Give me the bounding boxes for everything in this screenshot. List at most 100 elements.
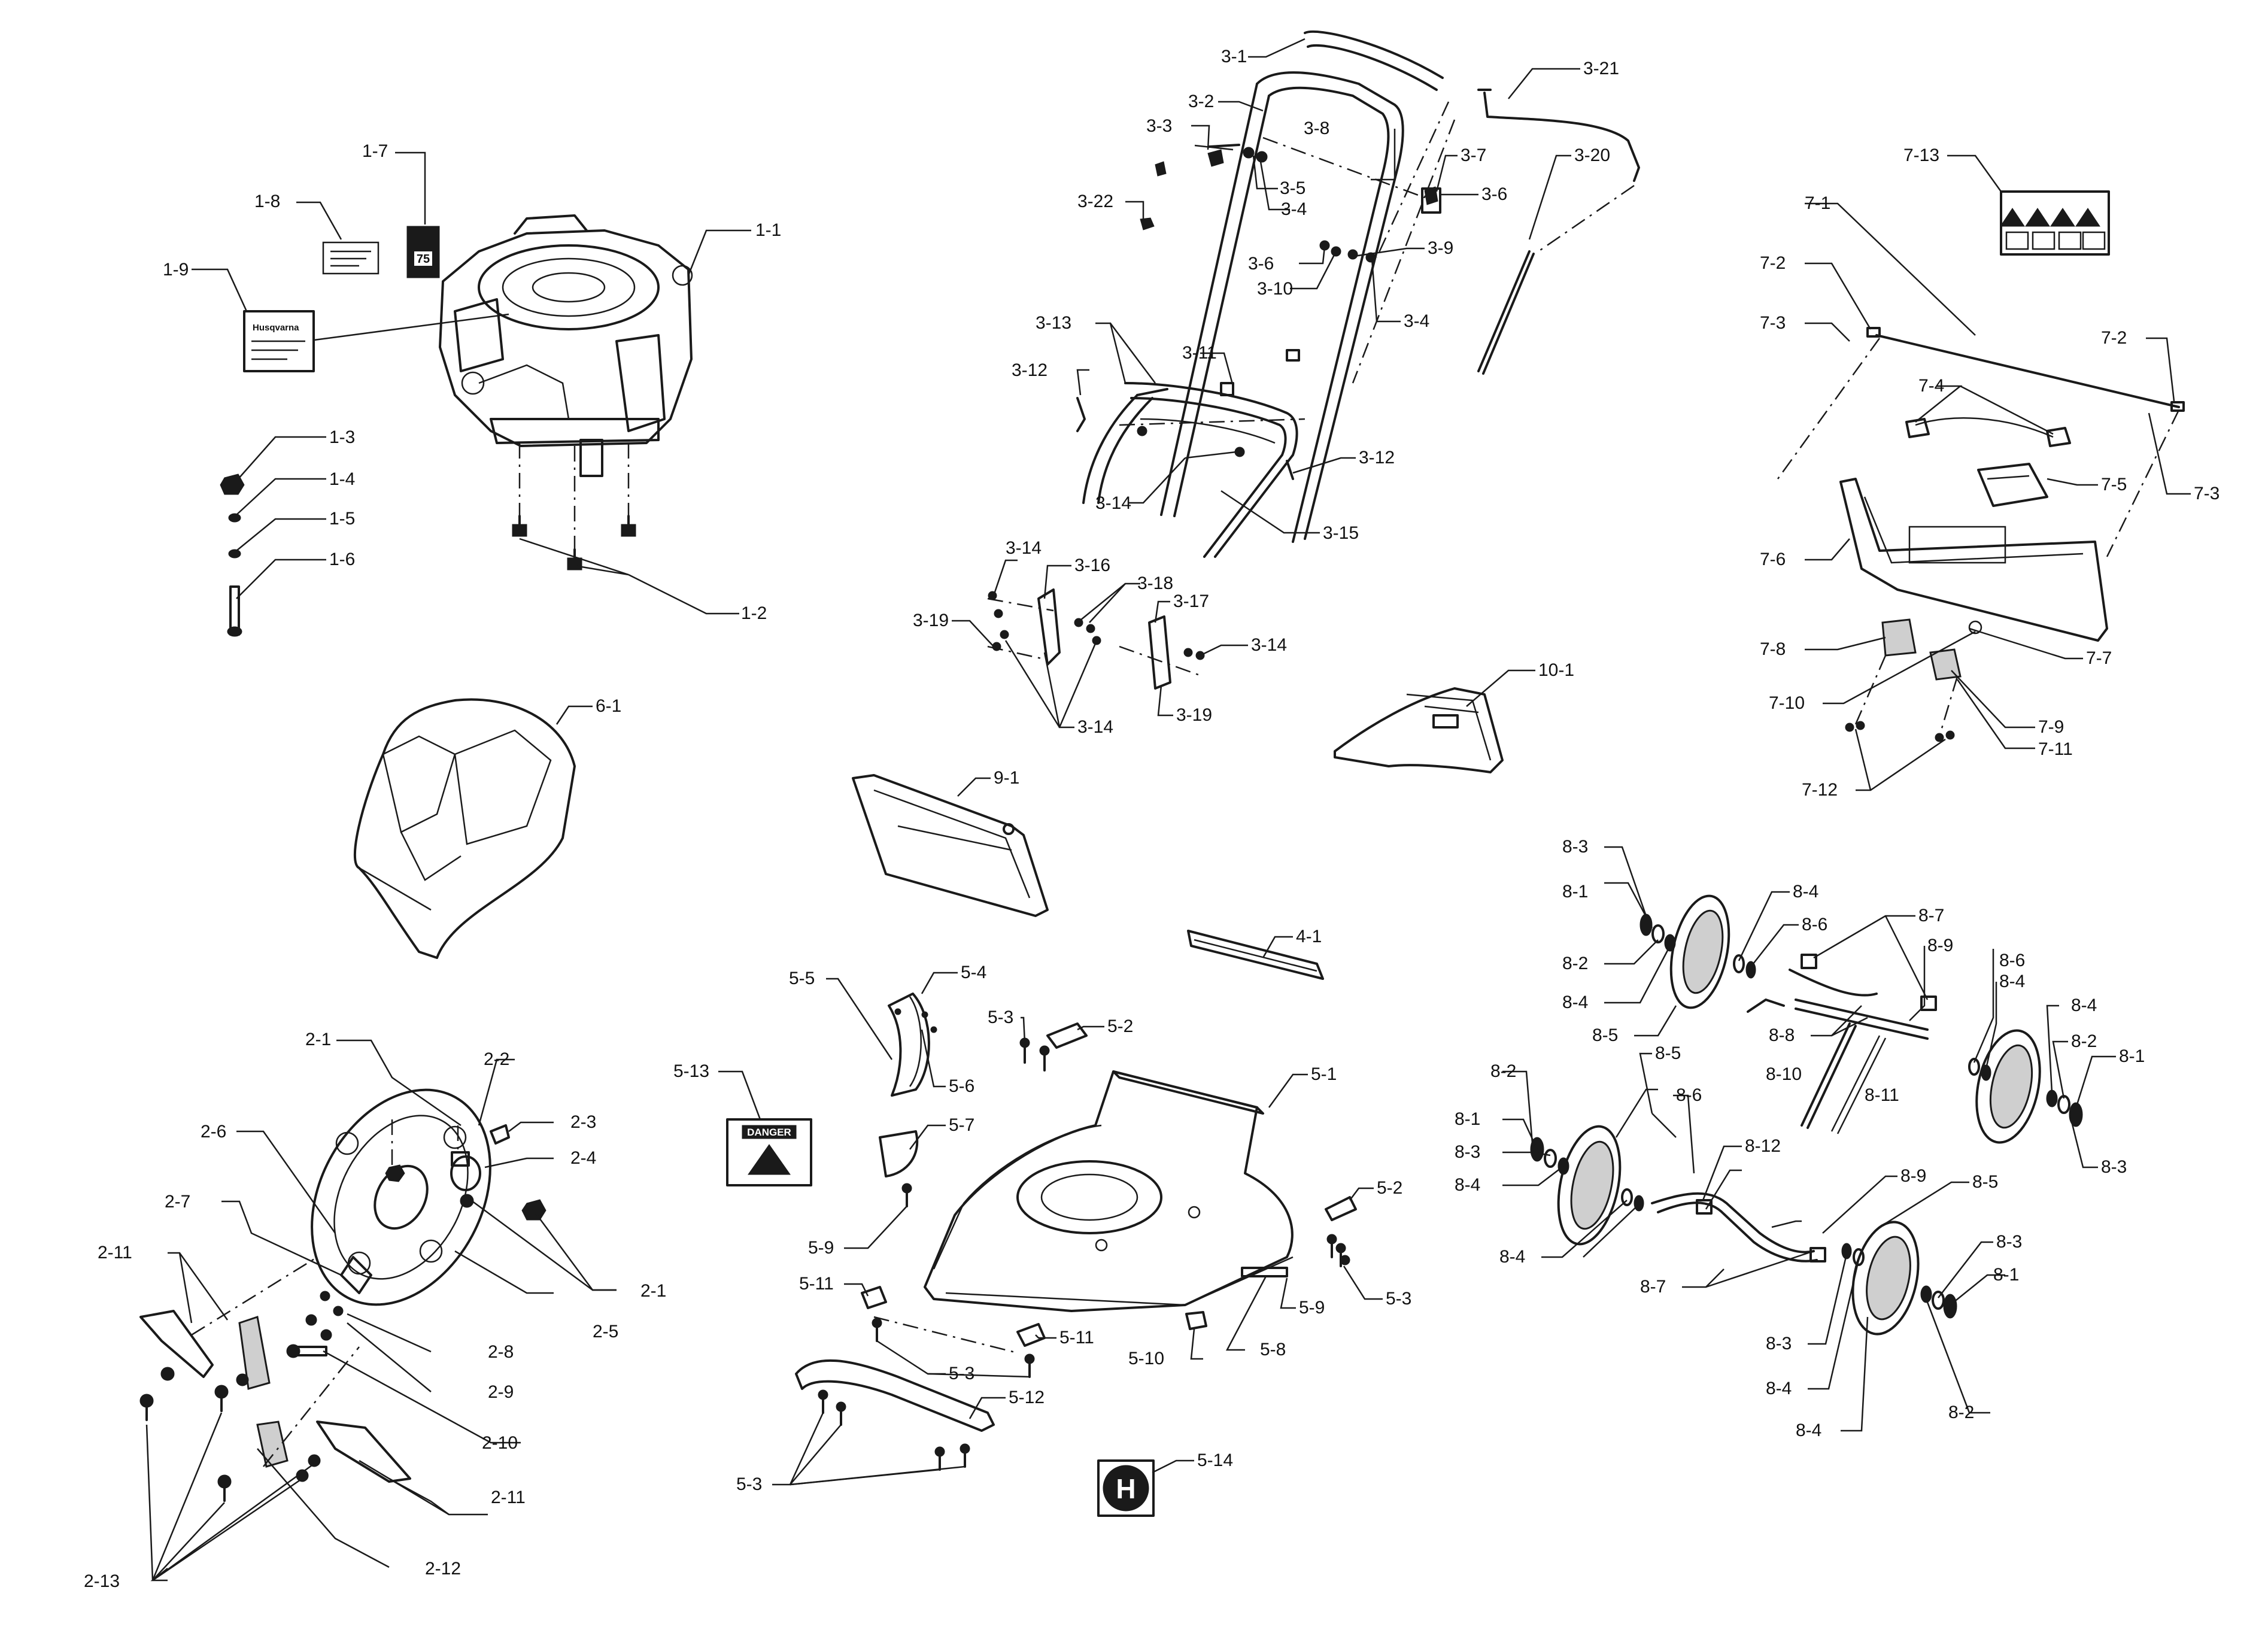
- callout-5-2-lower: 5-2: [1377, 1178, 1403, 1198]
- callout-9-1: 9-1: [994, 768, 1020, 788]
- callout-8-5-rear-left: 8-5: [1655, 1043, 1681, 1063]
- callout-8-1-front-left: 8-1: [1562, 882, 1589, 902]
- callout-5-11-left: 5-11: [799, 1274, 834, 1294]
- callout-6-1: 6-1: [596, 696, 622, 716]
- callout-7-4: 7-4: [1918, 376, 1945, 396]
- callout-2-10: 2-10: [482, 1433, 518, 1453]
- callout-8-5-front-left: 8-5: [1592, 1025, 1619, 1045]
- callout-5-9-right: 5-9: [1299, 1298, 1325, 1318]
- side-discharge-chute: [852, 774, 1049, 917]
- callout-8-9-rear: 8-9: [1900, 1166, 1927, 1186]
- callout-5-1: 5-1: [1311, 1064, 1337, 1084]
- callout-8-8: 8-8: [1769, 1025, 1795, 1045]
- callout-7-2-left: 7-2: [1760, 253, 1786, 273]
- callout-3-15: 3-15: [1323, 523, 1359, 543]
- callout-8-1-front-right: 8-1: [2119, 1046, 2145, 1066]
- callout-1-3: 1-3: [329, 427, 356, 447]
- callout-2-11-right: 2-11: [491, 1488, 526, 1507]
- leader-lines: [145, 38, 2191, 1582]
- callout-3-17: 3-17: [1173, 591, 1210, 611]
- callout-3-1: 3-1: [1221, 47, 1247, 66]
- callout-1-6: 1-6: [329, 550, 356, 569]
- callout-3-8: 3-8: [1304, 119, 1330, 138]
- callout-2-6: 2-6: [201, 1122, 227, 1142]
- callout-8-1-rear-left: 8-1: [1455, 1109, 1481, 1129]
- spec-decal: [322, 241, 379, 275]
- callout-7-9: 7-9: [2038, 717, 2064, 737]
- callout-3-12-right: 3-12: [1359, 448, 1395, 468]
- deck-assembly: DANGER H: [726, 993, 1357, 1517]
- callout-7-6: 7-6: [1760, 550, 1786, 569]
- callout-5-8: 5-8: [1260, 1340, 1286, 1359]
- callout-10-1: 10-1: [1538, 660, 1575, 680]
- callout-5-9-left: 5-9: [808, 1238, 834, 1258]
- callout-5-13: 5-13: [673, 1061, 710, 1081]
- callout-1-2: 1-2: [741, 603, 767, 623]
- callout-8-4-front-right: 8-4: [2071, 996, 2097, 1015]
- callout-2-1-top: 2-1: [305, 1030, 332, 1049]
- callout-5-3-upper: 5-3: [988, 1007, 1014, 1027]
- callout-8-4-rear-bottom: 8-4: [1796, 1421, 1822, 1440]
- callout-8-4-rear-middle: 8-4: [1766, 1379, 1792, 1398]
- callout-2-5: 2-5: [593, 1322, 619, 1342]
- callout-3-14-bracket-right: 3-14: [1251, 635, 1288, 655]
- callout-2-7: 2-7: [165, 1192, 191, 1212]
- callout-7-3-right: 7-3: [2194, 484, 2220, 503]
- brand-decal: [243, 310, 315, 372]
- callout-1-4: 1-4: [329, 469, 356, 489]
- callout-8-3-rear-right: 8-3: [1996, 1232, 2023, 1252]
- callout-4-1: 4-1: [1296, 927, 1322, 946]
- callout-2-1-right: 2-1: [640, 1281, 667, 1301]
- callout-8-3-rear-left: 8-3: [1455, 1142, 1481, 1162]
- callout-2-2: 2-2: [484, 1049, 510, 1069]
- callout-3-21: 3-21: [1583, 59, 1620, 78]
- callout-5-3-right: 5-3: [1386, 1289, 1412, 1309]
- callout-3-16: 3-16: [1074, 556, 1111, 575]
- callout-7-13: 7-13: [1903, 145, 1940, 165]
- callout-8-2-front-right: 8-2: [2071, 1031, 2097, 1051]
- callout-5-4: 5-4: [961, 963, 987, 982]
- callout-8-10: 8-10: [1766, 1064, 1802, 1084]
- logo-letter: H: [1116, 1473, 1135, 1504]
- callout-3-3: 3-3: [1146, 116, 1173, 136]
- callout-7-1: 7-1: [1805, 193, 1831, 213]
- callout-8-6-front: 8-6: [1802, 915, 1828, 934]
- callout-3-14-bracket-top: 3-14: [1006, 538, 1042, 558]
- callout-5-6: 5-6: [949, 1076, 975, 1096]
- danger-decal: [726, 1118, 812, 1186]
- model-decal-number: 75: [417, 253, 430, 266]
- callout-8-1-rear-right: 8-1: [1993, 1265, 2020, 1285]
- callout-8-4-front-top: 8-4: [1793, 882, 1819, 902]
- callout-3-7: 3-7: [1461, 145, 1487, 165]
- height-adjuster: [1777, 190, 2185, 742]
- callout-8-3-rear-middle: 8-3: [1766, 1334, 1792, 1353]
- callout-1-9: 1-9: [163, 260, 189, 280]
- callout-5-14: 5-14: [1197, 1450, 1234, 1470]
- logo-decal: [1097, 1459, 1155, 1517]
- danger-decal-text: DANGER: [747, 1127, 791, 1138]
- callout-7-5: 7-5: [2101, 475, 2127, 494]
- callout-7-11: 7-11: [2038, 739, 2073, 759]
- callout-3-14-upper: 3-14: [1095, 493, 1132, 513]
- handle-assembly: [987, 30, 1640, 690]
- callout-2-9: 2-9: [488, 1382, 514, 1402]
- callout-1-5: 1-5: [329, 509, 356, 529]
- warning-decal: [2000, 190, 2110, 256]
- callout-5-10: 5-10: [1128, 1349, 1165, 1368]
- callout-8-4-front-left: 8-4: [1562, 993, 1589, 1012]
- callout-3-20: 3-20: [1574, 145, 1611, 165]
- callout-5-3-middle: 5-3: [949, 1364, 975, 1383]
- callout-5-2-upper: 5-2: [1107, 1016, 1134, 1036]
- callout-5-7: 5-7: [949, 1115, 975, 1135]
- callout-8-7-front: 8-7: [1918, 906, 1945, 925]
- callout-3-12-left: 3-12: [1012, 360, 1048, 380]
- callout-8-6-front-right: 8-6: [1999, 951, 2026, 970]
- callout-3-5: 3-5: [1280, 178, 1306, 198]
- callout-8-3-front-right: 8-3: [2101, 1157, 2127, 1177]
- callout-2-12: 2-12: [425, 1559, 462, 1579]
- callout-5-3-bottom: 5-3: [736, 1474, 763, 1494]
- callout-1-1: 1-1: [755, 220, 782, 240]
- blade-assembly: [139, 1088, 546, 1502]
- callout-3-11: 3-11: [1182, 343, 1217, 363]
- callout-3-14-bracket-bottom: 3-14: [1077, 717, 1114, 737]
